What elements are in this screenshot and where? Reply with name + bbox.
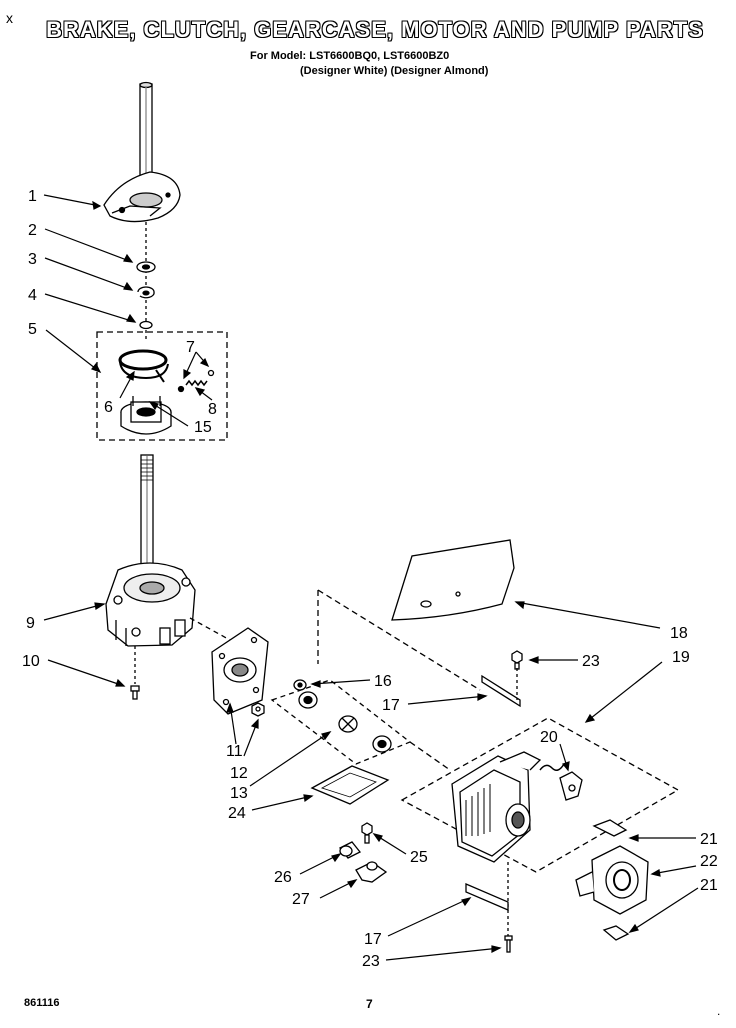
part-20-capacitor [559,771,583,801]
part-22-pump [575,845,649,915]
part-4-ring [139,320,153,330]
callout-4: 4 [28,287,37,304]
motor-body [451,751,565,863]
leader-lines [43,194,699,961]
color-line: (Designer White) (Designer Almond) [300,65,489,77]
callout-21: 21 [700,831,718,848]
corner-mark: x [6,10,13,26]
callout-23-lower: 23 [362,953,380,970]
part-17-bracket-upper [481,674,521,708]
page-title: BRAKE, CLUTCH, GEARCASE, MOTOR AND PUMP … [46,17,704,42]
part-10-screw [130,685,140,700]
part-15-clutch-hub [120,396,172,435]
part-7-spring [185,369,215,387]
callout-26: 26 [274,869,292,886]
page-number: 7 [366,997,373,1011]
mounting-plate [211,627,269,715]
callout-6: 6 [104,399,113,416]
part-1-brake-cam [103,171,181,223]
part-6-brake-band [118,349,169,383]
callout-25: 25 [410,849,428,866]
callout-5: 5 [28,321,37,338]
callout-7: 7 [186,339,195,356]
callout-3: 3 [28,251,37,268]
part-21-clamp-upper [592,819,628,837]
model-line: For Model: LST6600BQ0, LST6600BZ0 [250,50,450,62]
callout-17: 17 [382,697,400,714]
callout-20: 20 [540,729,558,746]
part-2-washer [136,261,156,273]
gearcase-shaft [140,454,154,586]
end-mark: . [717,1004,721,1018]
callout-2: 2 [28,222,37,239]
part-23-screw-lower [504,935,513,953]
callout-23: 23 [582,653,600,670]
part-27-clip [355,861,388,883]
part-24-pad [310,765,390,805]
part-26-bushing [338,841,362,859]
callout-17-lower: 17 [364,931,382,948]
callout-21-lower: 21 [700,877,718,894]
part-18-shroud [391,539,515,621]
callout-13: 13 [230,785,248,802]
part-8-pin [177,385,185,393]
part-23-screw-upper [511,650,523,670]
callout-22: 22 [700,853,718,870]
callout-15: 15 [194,419,212,436]
part-16-coupler [293,679,307,691]
callout-24: 24 [228,805,246,822]
callout-9: 9 [26,615,35,632]
part-12-drive-hub [298,691,392,753]
part-11-nut [251,702,265,717]
part-5-kit-outline [96,331,228,441]
callout-1: 1 [28,188,37,205]
part-25-screw [361,822,373,844]
diagram-code: 861116 [24,997,60,1009]
callout-12: 12 [230,765,248,782]
callout-27: 27 [292,891,310,908]
callout-19: 19 [672,649,690,666]
part-3-retainer [137,286,155,299]
part-21-clamp-lower [602,925,630,941]
part-17-bracket-lower [465,883,509,911]
part-9-gearcase [105,562,196,647]
callout-18: 18 [670,625,688,642]
callout-10: 10 [22,653,40,670]
callout-11: 11 [226,743,243,760]
callout-16: 16 [374,673,392,690]
callout-8: 8 [208,401,217,418]
